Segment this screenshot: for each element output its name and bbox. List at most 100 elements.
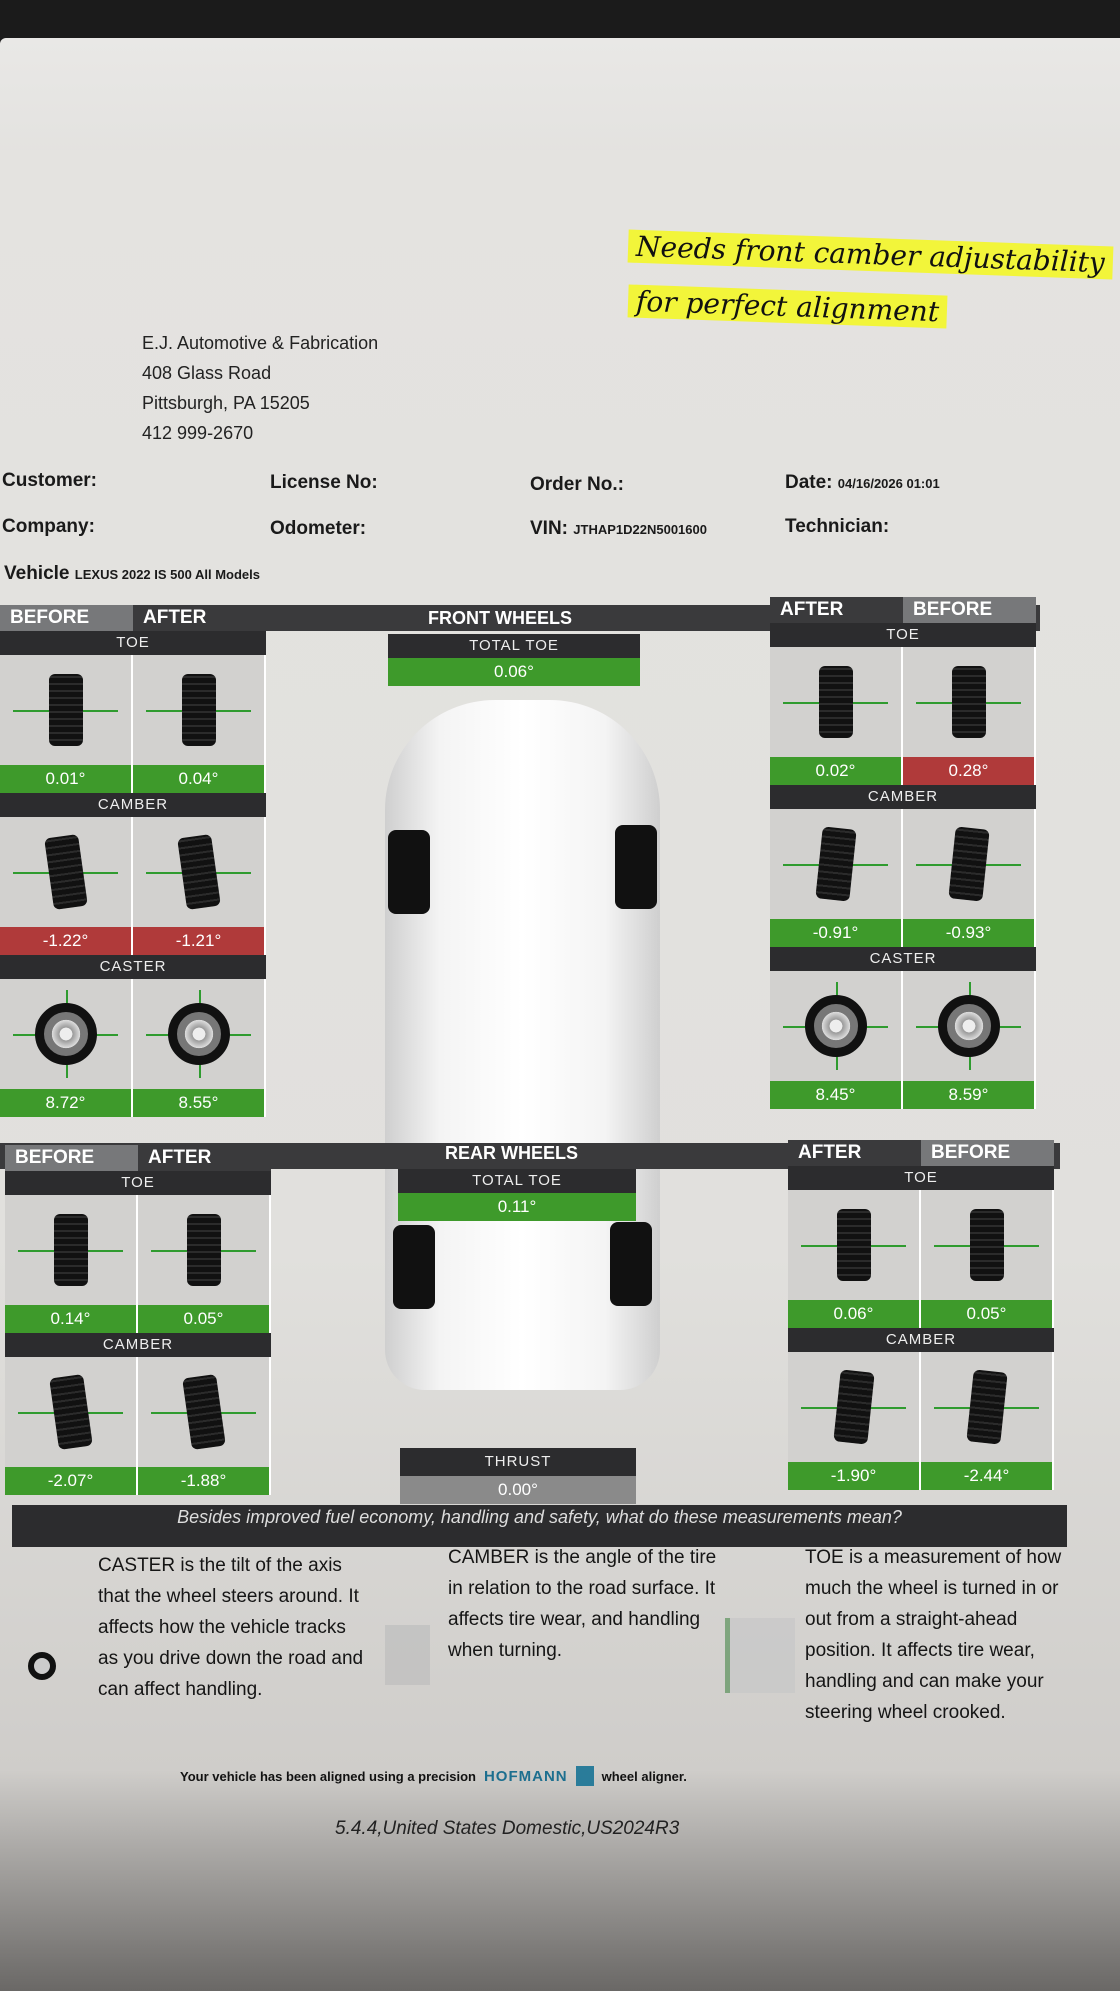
- camber-diagram: [788, 1352, 919, 1462]
- shop-address: E.J. Automotive & Fabrication 408 Glass …: [142, 328, 378, 448]
- rear-total-toe-value: 0.11°: [398, 1193, 636, 1221]
- toe-diagram: [903, 647, 1034, 757]
- caster-before-cell: 8.59°: [903, 971, 1036, 1109]
- caster-diagram: [903, 971, 1034, 1081]
- wheel-icon: [167, 1003, 230, 1065]
- caster-row: 8.72°8.55°: [0, 979, 266, 1117]
- toe-label: TOE: [788, 1166, 1054, 1190]
- toe-after-value: 0.04°: [133, 765, 264, 793]
- tire-icon: [48, 1373, 93, 1451]
- toe-after-value: 0.06°: [788, 1300, 919, 1328]
- rear-left-wheel: [393, 1225, 435, 1309]
- camber-diagram: [133, 817, 264, 927]
- tire-icon: [969, 1209, 1004, 1281]
- toe-before-cell: 0.14°: [5, 1195, 138, 1333]
- date-value: 04/16/2026 01:01: [837, 476, 940, 491]
- caster-after-value: 8.45°: [770, 1081, 901, 1109]
- vin-label: VIN:: [530, 518, 568, 539]
- column-header-after: AFTER: [770, 597, 903, 623]
- toe-before-cell: 0.01°: [0, 655, 133, 793]
- toe-diagram: [133, 655, 264, 765]
- caster-wheel-icon: [28, 1652, 56, 1680]
- column-header-after: AFTER: [133, 605, 266, 631]
- camber-before-cell: -2.07°: [5, 1357, 138, 1495]
- toe-row: 0.14°0.05°: [5, 1195, 271, 1333]
- tire-icon: [818, 666, 853, 738]
- camber-diagram: [5, 1357, 136, 1467]
- front-wheels-title: FRONT WHEELS: [428, 608, 572, 628]
- camber-diagram: [0, 817, 131, 927]
- toe-diagram: [770, 647, 901, 757]
- camber-row: -1.90°-2.44°: [788, 1352, 1054, 1490]
- date-label: Date:: [785, 472, 833, 493]
- column-header-after: AFTER: [138, 1145, 271, 1171]
- technician-label: Technician:: [785, 516, 890, 537]
- camber-after-cell: -1.90°: [788, 1352, 921, 1490]
- toe-diagram: [138, 1195, 269, 1305]
- hofmann-logo: HOFMANN: [483, 1767, 568, 1785]
- camber-diagram: [770, 809, 901, 919]
- explanation-question: Besides improved fuel economy, handling …: [12, 1505, 1067, 1547]
- toe-explanation: TOE is a measurement of how much the whe…: [805, 1547, 1062, 1723]
- toe-after-cell: 0.04°: [133, 655, 266, 793]
- vehicle-label: Vehicle: [4, 563, 70, 584]
- camber-before-cell: -2.44°: [921, 1352, 1054, 1490]
- tire-icon: [53, 1214, 88, 1286]
- thrust-value: 0.00°: [400, 1476, 636, 1504]
- footer-text-post: wheel aligner.: [601, 1768, 687, 1784]
- caster-label: CASTER: [0, 955, 266, 979]
- caster-diagram: [770, 971, 901, 1081]
- camber-diagram: [921, 1352, 1052, 1462]
- tire-icon: [951, 666, 986, 738]
- camber-after-cell: -1.21°: [133, 817, 266, 955]
- rear-total-toe-label: TOTAL TOE: [398, 1169, 636, 1193]
- rear-wheels-title: REAR WHEELS: [445, 1143, 579, 1163]
- tire-icon: [186, 1214, 221, 1286]
- camber-after-value: -0.91°: [770, 919, 901, 947]
- tire-icon: [832, 1369, 875, 1445]
- toe-after-cell: 0.05°: [138, 1195, 271, 1333]
- vehicle-value: LEXUS 2022 IS 500 All Models: [74, 567, 260, 582]
- shop-street: 408 Glass Road: [142, 363, 272, 383]
- camber-before-cell: -0.93°: [903, 809, 1036, 947]
- rear-right-wheel: [610, 1222, 652, 1306]
- caster-row: 8.45°8.59°: [770, 971, 1036, 1109]
- software-version: 5.4.4,United States Domestic,US2024R3: [335, 1818, 680, 1839]
- tire-icon: [48, 674, 83, 746]
- toe-diagram: [921, 1190, 1052, 1300]
- toe-before-cell: 0.05°: [921, 1190, 1054, 1328]
- hofmann-logo-icon: [575, 1766, 594, 1786]
- caster-after-cell: 8.45°: [770, 971, 903, 1109]
- tire-icon: [181, 674, 216, 746]
- camber-before-value: -1.22°: [0, 927, 131, 955]
- shop-name: E.J. Automotive & Fabrication: [142, 333, 379, 353]
- customer-label: Customer:: [2, 470, 98, 491]
- shop-city: Pittsburgh, PA 15205: [142, 393, 310, 413]
- company-label: Company:: [2, 516, 95, 537]
- caster-before-value: 8.59°: [903, 1081, 1034, 1109]
- toe-after-cell: 0.06°: [788, 1190, 921, 1328]
- column-header-before: BEFORE: [903, 597, 1036, 623]
- toe-before-value: 0.01°: [0, 765, 131, 793]
- order-label: Order No.:: [530, 474, 624, 495]
- toe-after-value: 0.02°: [770, 757, 901, 785]
- toe-label: TOE: [770, 623, 1036, 647]
- toe-diagram: [5, 1195, 136, 1305]
- caster-explanation: CASTER is the tilt of the axis that the …: [98, 1555, 364, 1700]
- tire-icon: [43, 833, 88, 911]
- camber-before-value: -0.93°: [903, 919, 1034, 947]
- caster-before-cell: 8.72°: [0, 979, 133, 1117]
- toe-before-value: 0.14°: [5, 1305, 136, 1333]
- tire-icon: [836, 1209, 871, 1281]
- wheel-icon: [804, 995, 867, 1057]
- front-left-wheel: [388, 830, 430, 914]
- toe-label: TOE: [0, 631, 266, 655]
